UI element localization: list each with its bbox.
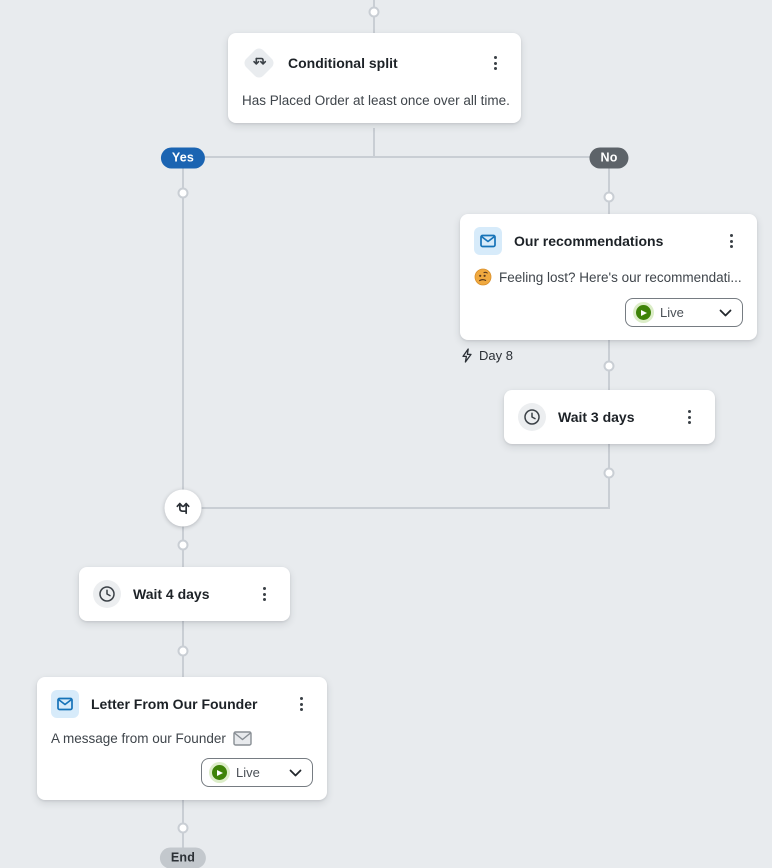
live-play-icon xyxy=(636,305,651,320)
merge-icon xyxy=(174,499,193,518)
envelope-emoji xyxy=(233,731,252,746)
connector-dot[interactable] xyxy=(177,539,189,551)
clock-icon xyxy=(518,403,546,431)
status-dropdown[interactable]: Live xyxy=(625,298,743,327)
wait-node-3-days[interactable]: Wait 3 days xyxy=(504,390,715,444)
kebab-menu-icon[interactable] xyxy=(719,229,743,253)
yes-branch-badge: Yes xyxy=(160,147,206,169)
connector-dot[interactable] xyxy=(603,360,615,372)
node-title: Conditional split xyxy=(288,55,398,71)
merge-junction xyxy=(164,489,202,527)
connector-line xyxy=(373,128,375,157)
connector-dot[interactable] xyxy=(177,822,189,834)
connector-dot[interactable] xyxy=(603,467,615,479)
kebab-menu-icon[interactable] xyxy=(677,405,701,429)
branch-line xyxy=(183,156,609,158)
bolt-icon xyxy=(461,348,473,363)
email-preview-text: Feeling lost? Here's our recommendati... xyxy=(499,269,742,285)
node-title: Our recommendations xyxy=(514,233,664,249)
clock-icon xyxy=(93,580,121,608)
status-label: Live xyxy=(236,765,260,780)
email-icon xyxy=(474,227,502,255)
kebab-menu-icon[interactable] xyxy=(289,692,313,716)
connector-dot[interactable] xyxy=(368,6,380,18)
node-title: Wait 3 days xyxy=(558,409,635,425)
email-preview-text: A message from our Founder xyxy=(51,731,226,746)
day-label-text: Day 8 xyxy=(479,348,513,363)
node-title: Wait 4 days xyxy=(133,586,210,602)
connector-dot[interactable] xyxy=(177,187,189,199)
split-icon xyxy=(242,46,276,80)
merge-line xyxy=(183,507,610,509)
wait-node-4-days[interactable]: Wait 4 days xyxy=(79,567,290,621)
no-branch-badge: No xyxy=(589,147,629,169)
end-badge: End xyxy=(159,847,207,868)
node-title: Letter From Our Founder xyxy=(91,696,258,712)
thinking-face-emoji xyxy=(474,268,492,286)
email-node-our-recommendations[interactable]: Our recommendations Feeling lost? Here's… xyxy=(460,214,757,340)
connector-dot[interactable] xyxy=(177,645,189,657)
status-dropdown[interactable]: Live xyxy=(201,758,313,787)
chevron-down-icon xyxy=(289,769,302,777)
chevron-down-icon xyxy=(719,309,732,317)
kebab-menu-icon[interactable] xyxy=(483,51,507,75)
connector-dot[interactable] xyxy=(603,191,615,203)
status-label: Live xyxy=(660,305,684,320)
split-condition-text: Has Placed Order at least once over all … xyxy=(242,93,510,108)
kebab-menu-icon[interactable] xyxy=(252,582,276,606)
day-trigger-label: Day 8 xyxy=(461,348,513,363)
conditional-split-node[interactable]: Conditional split Has Placed Order at le… xyxy=(228,33,521,123)
live-play-icon xyxy=(212,765,227,780)
email-node-letter-from-founder[interactable]: Letter From Our Founder A message from o… xyxy=(37,677,327,800)
email-icon xyxy=(51,690,79,718)
